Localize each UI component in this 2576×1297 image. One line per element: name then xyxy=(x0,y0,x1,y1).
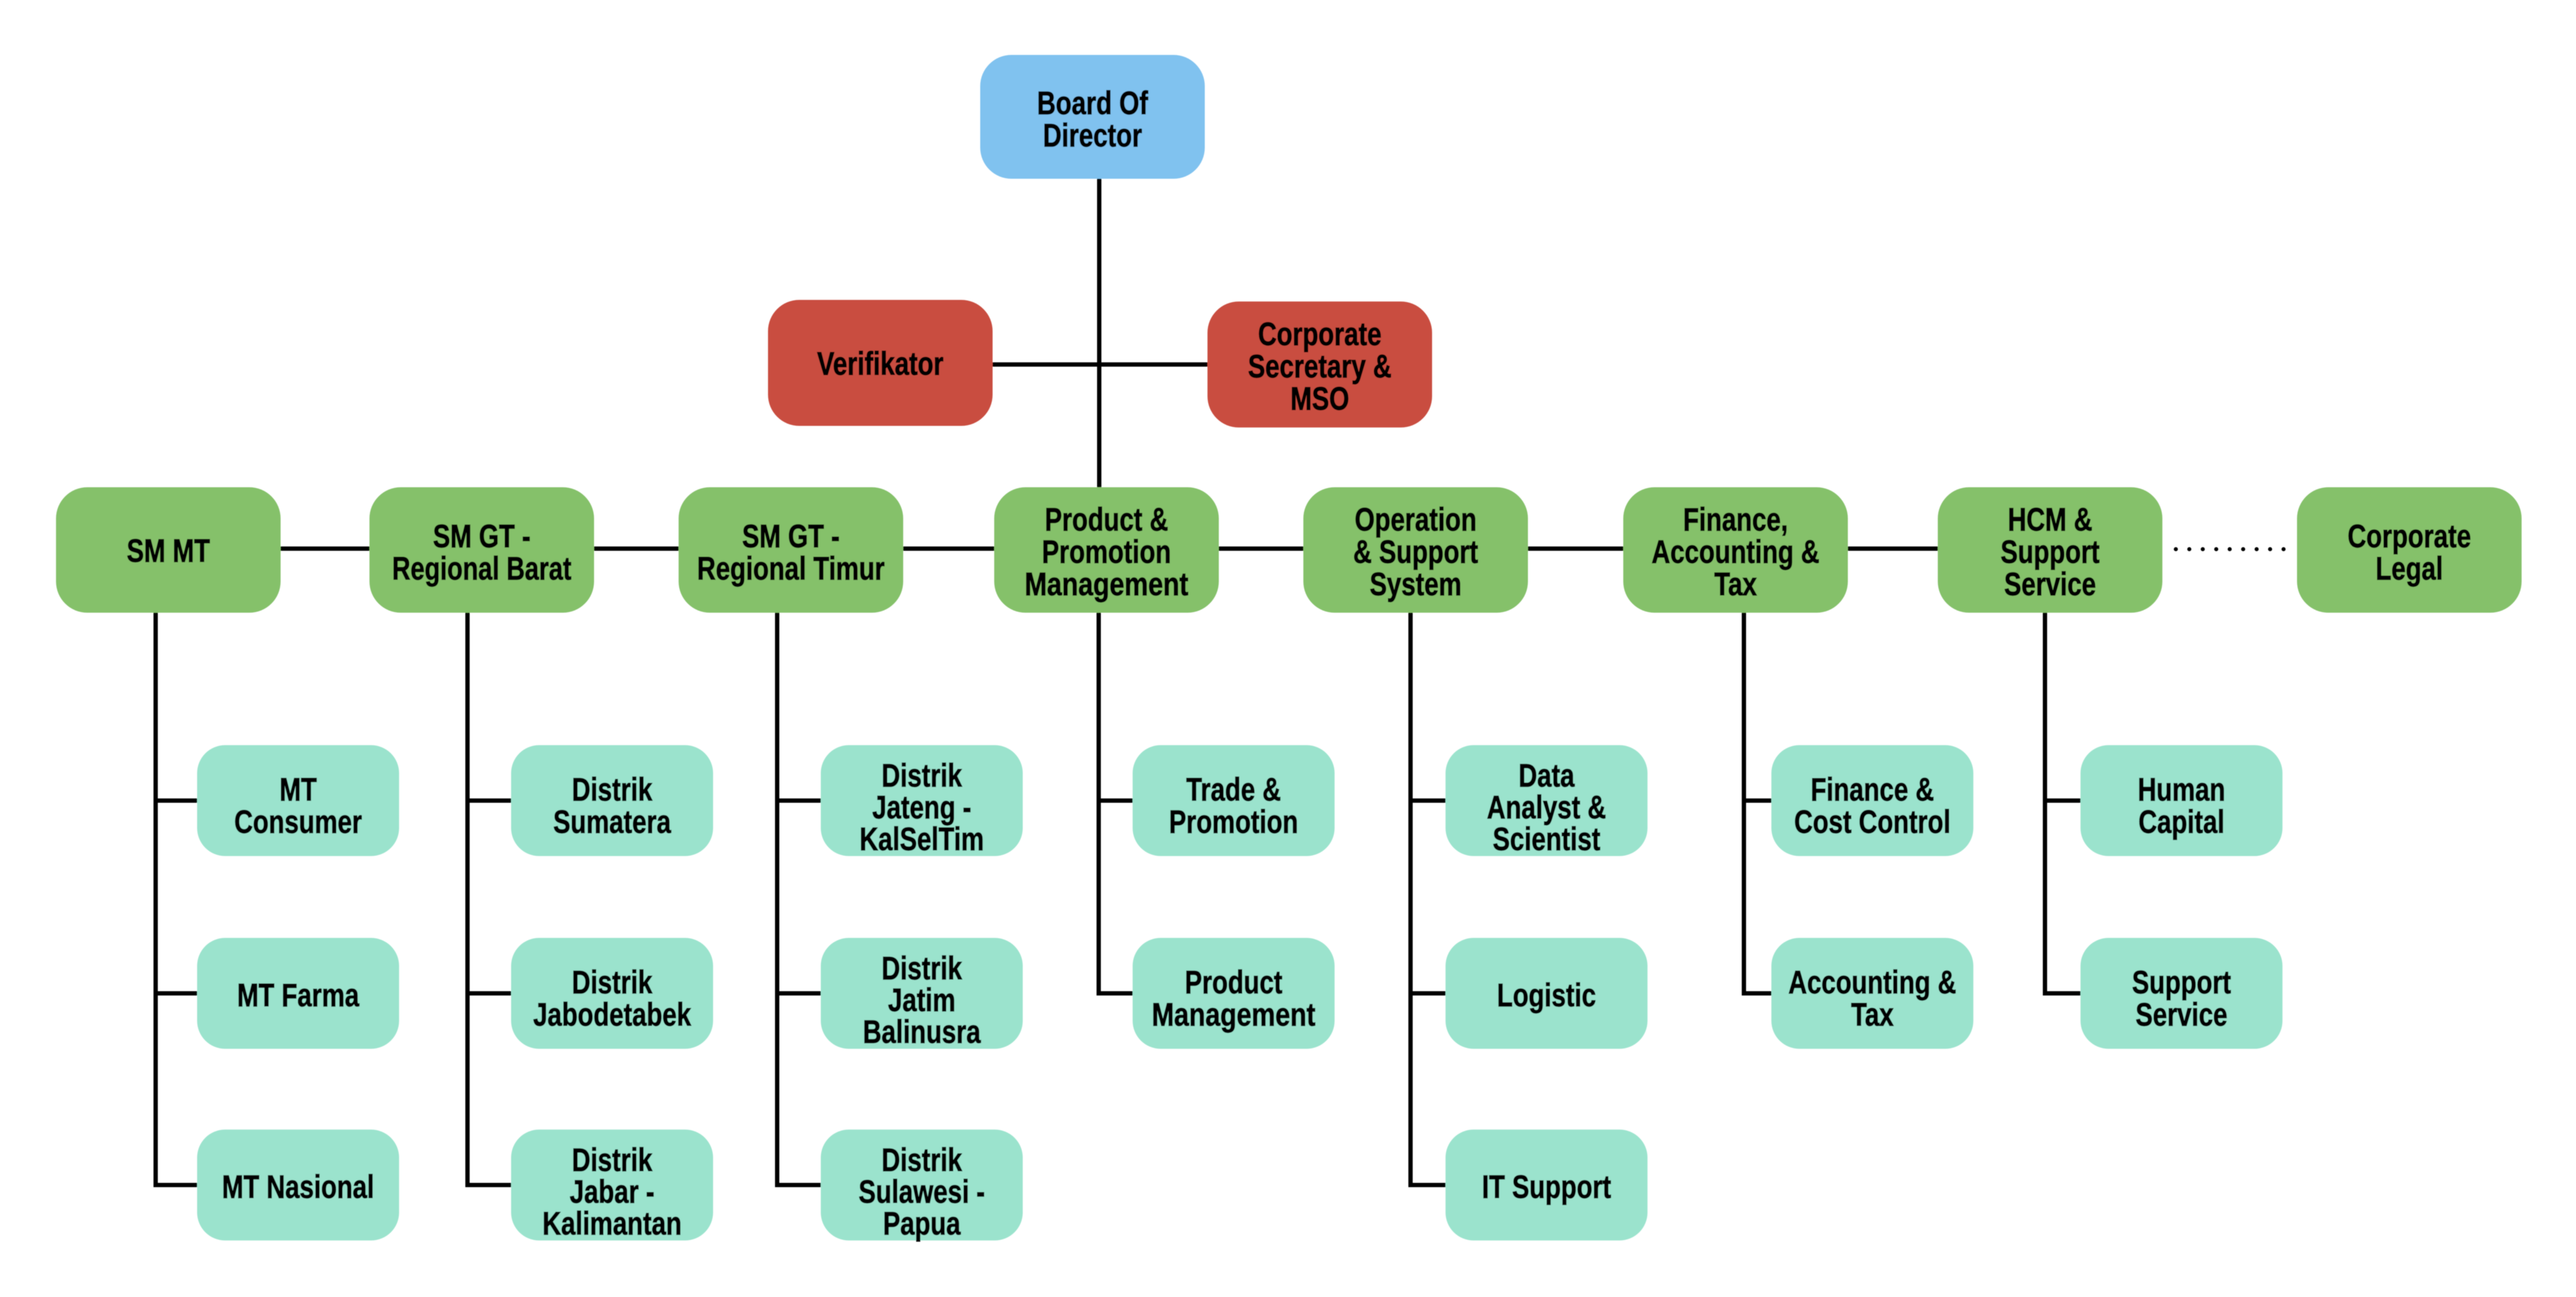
svg-text:Director: Director xyxy=(1043,117,1142,153)
svg-text:Secretary &: Secretary & xyxy=(1248,348,1392,384)
svg-text:Accounting &: Accounting & xyxy=(1789,964,1957,1000)
svg-text:Verifikator: Verifikator xyxy=(817,346,944,382)
svg-text:Regional Barat: Regional Barat xyxy=(392,551,571,587)
svg-text:Tax: Tax xyxy=(1851,997,1894,1033)
svg-text:Corporate: Corporate xyxy=(1258,316,1381,352)
svg-text:Jateng -: Jateng - xyxy=(872,789,972,825)
svg-text:Finance &: Finance & xyxy=(1811,772,1934,808)
svg-text:Analyst &: Analyst & xyxy=(1487,789,1606,825)
svg-text:Product: Product xyxy=(1185,964,1282,1000)
svg-text:Sulawesi -: Sulawesi - xyxy=(858,1174,985,1210)
svg-text:MSO: MSO xyxy=(1290,381,1349,417)
svg-text:Product &: Product & xyxy=(1045,502,1168,538)
svg-text:Scientist: Scientist xyxy=(1493,821,1601,857)
svg-text:Support: Support xyxy=(2132,964,2231,1000)
svg-text:KalSelTim: KalSelTim xyxy=(860,821,984,857)
svg-text:Distrik: Distrik xyxy=(572,964,653,1000)
svg-text:Operation: Operation xyxy=(1355,502,1477,538)
svg-text:Distrik: Distrik xyxy=(882,758,962,794)
svg-text:Jatim: Jatim xyxy=(888,982,955,1018)
svg-text:Management: Management xyxy=(1025,566,1189,602)
svg-text:& Support: & Support xyxy=(1353,534,1478,570)
svg-text:Service: Service xyxy=(2135,997,2228,1033)
svg-text:Finance,: Finance, xyxy=(1683,502,1788,538)
svg-text:Service: Service xyxy=(2004,566,2096,602)
svg-text:Consumer: Consumer xyxy=(234,804,362,840)
svg-text:Regional Timur: Regional Timur xyxy=(697,551,884,587)
svg-text:HCM &: HCM & xyxy=(2008,502,2092,538)
svg-text:Distrik: Distrik xyxy=(882,950,962,986)
svg-text:Cost Control: Cost Control xyxy=(1794,804,1951,840)
svg-text:Trade &: Trade & xyxy=(1186,772,1281,808)
svg-text:Corporate: Corporate xyxy=(2348,518,2471,555)
svg-text:Distrik: Distrik xyxy=(572,1142,653,1178)
svg-text:Papua: Papua xyxy=(883,1205,961,1242)
svg-text:MT Farma: MT Farma xyxy=(237,977,359,1013)
svg-text:Board Of: Board Of xyxy=(1037,85,1149,121)
svg-text:Kalimantan: Kalimantan xyxy=(542,1205,682,1242)
svg-text:Tax: Tax xyxy=(1714,566,1757,602)
svg-text:Sumatera: Sumatera xyxy=(553,804,671,840)
svg-text:Accounting &: Accounting & xyxy=(1652,534,1820,570)
svg-text:Distrik: Distrik xyxy=(572,772,653,808)
svg-text:MT: MT xyxy=(280,772,317,808)
svg-text:MT Nasional: MT Nasional xyxy=(222,1169,374,1205)
svg-text:SM MT: SM MT xyxy=(127,533,210,569)
svg-text:Distrik: Distrik xyxy=(882,1142,962,1178)
svg-text:Legal: Legal xyxy=(2376,551,2443,587)
svg-text:Data: Data xyxy=(1519,758,1575,794)
svg-text:Promotion: Promotion xyxy=(1042,534,1171,570)
svg-text:Logistic: Logistic xyxy=(1497,977,1596,1013)
svg-text:System: System xyxy=(1370,566,1462,602)
svg-text:Promotion: Promotion xyxy=(1169,804,1299,840)
svg-text:IT Support: IT Support xyxy=(1482,1169,1611,1205)
svg-text:Balinusra: Balinusra xyxy=(863,1014,981,1050)
svg-text:Human: Human xyxy=(2138,772,2225,808)
svg-text:Management: Management xyxy=(1152,997,1316,1033)
svg-text:SM GT -: SM GT - xyxy=(433,518,530,555)
svg-text:Capital: Capital xyxy=(2139,804,2225,840)
svg-text:Jabodetabek: Jabodetabek xyxy=(533,997,692,1033)
svg-text:Support: Support xyxy=(2001,534,2100,570)
svg-text:Jabar -: Jabar - xyxy=(570,1174,654,1210)
svg-text:SM GT -: SM GT - xyxy=(742,518,840,555)
